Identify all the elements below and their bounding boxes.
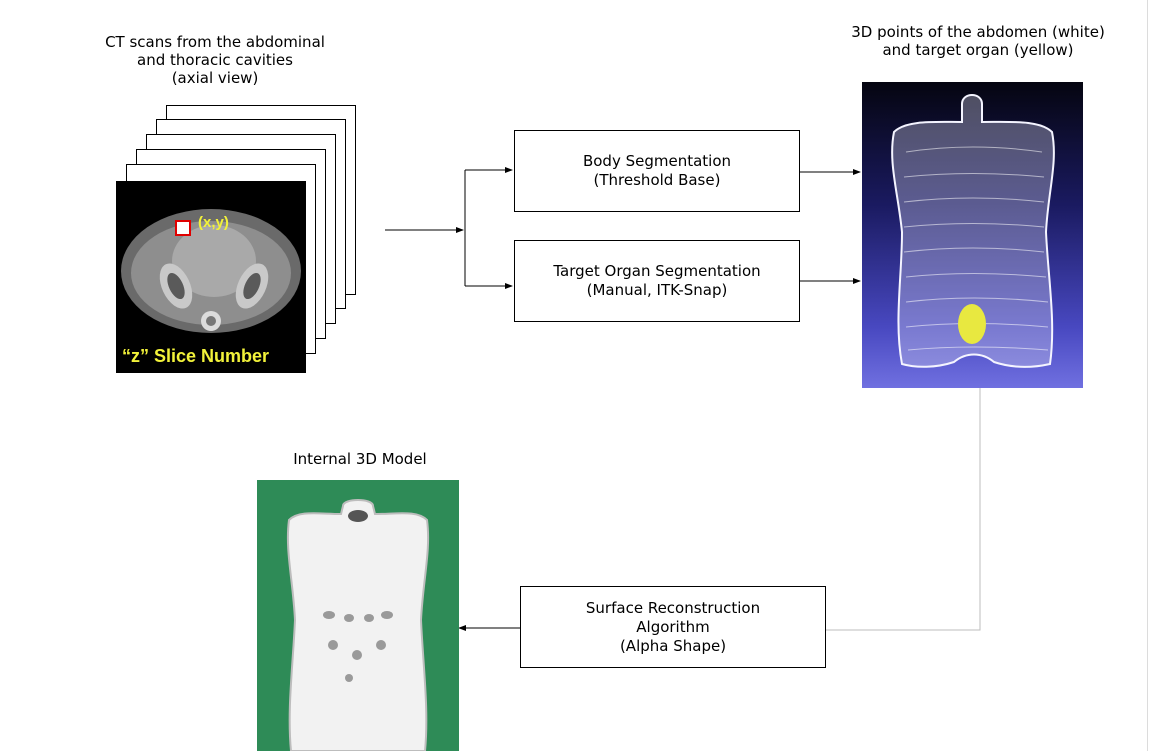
points-cloud-image xyxy=(862,82,1083,388)
page-edge-line xyxy=(1147,0,1148,751)
surface-recon-line: Algorithm xyxy=(636,618,709,637)
surface-recon-line: Surface Reconstruction xyxy=(586,599,760,618)
surface-recon-line: (Alpha Shape) xyxy=(620,637,726,656)
model-caption: Internal 3D Model xyxy=(230,450,490,468)
body-seg-line: (Threshold Base) xyxy=(594,171,721,190)
target-organ-points xyxy=(958,304,986,344)
points-caption: 3D points of the abdomen (white) and tar… xyxy=(808,23,1148,59)
body-seg-line: Body Segmentation xyxy=(583,152,731,171)
points-caption-line: and target organ (yellow) xyxy=(808,41,1148,59)
organ-seg-line: Target Organ Segmentation xyxy=(553,262,760,281)
points-caption-line: 3D points of the abdomen (white) xyxy=(808,23,1148,41)
organ-segmentation-box: Target Organ Segmentation (Manual, ITK-S… xyxy=(514,240,800,322)
organ-seg-line: (Manual, ITK-Snap) xyxy=(587,281,728,300)
torso-model-drawing xyxy=(257,480,459,751)
internal-3d-model-image xyxy=(257,480,459,751)
torso-points-drawing xyxy=(862,82,1083,388)
body-segmentation-box: Body Segmentation (Threshold Base) xyxy=(514,130,800,212)
surface-reconstruction-box: Surface Reconstruction Algorithm (Alpha … xyxy=(520,586,826,668)
line-points-to-surface xyxy=(826,388,980,630)
